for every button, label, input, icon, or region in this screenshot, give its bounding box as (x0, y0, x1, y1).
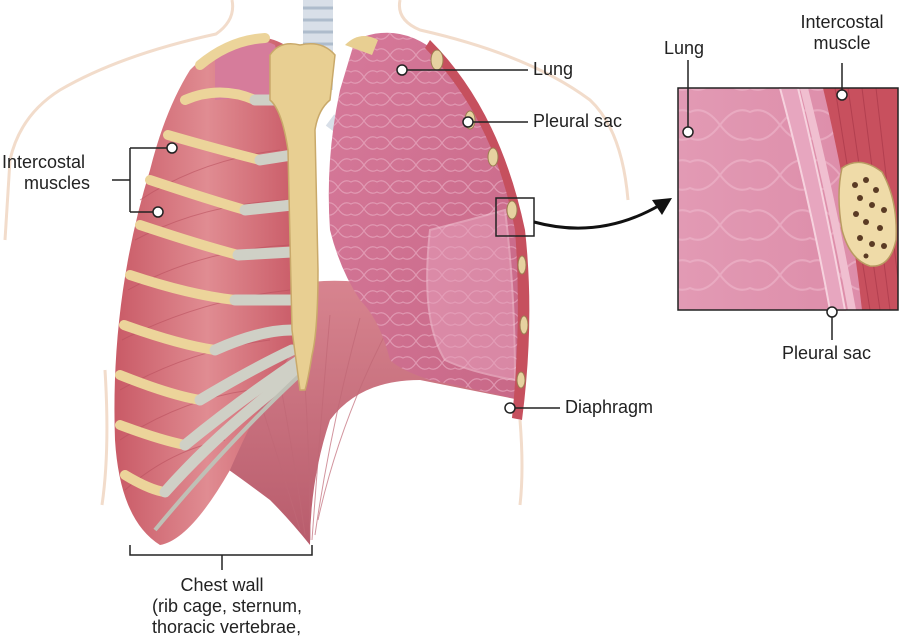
inset-label-intercostal-line1: Intercostal (800, 12, 884, 32)
inset-label-lung: Lung (664, 38, 705, 58)
label-lung: Lung (533, 59, 574, 79)
pointer-dots (152, 64, 848, 414)
label-chest-wall-line2: (rib cage, sternum, (152, 596, 303, 616)
label-intercostal-line2: muscles (24, 173, 91, 193)
label-diaphragm: Diaphragm (565, 397, 654, 417)
torso-outline (3, 0, 630, 506)
label-chest-wall-line3: thoracic vertebrae, (152, 617, 302, 637)
rib-cage (114, 33, 306, 546)
label-pleural-sac: Pleural sac (533, 111, 623, 131)
label-chest-wall-line1: Chest wall (180, 575, 264, 595)
label-intercostal-line1: Intercostal (2, 152, 86, 172)
inset-magnification (677, 87, 899, 311)
zoom-callout (495, 197, 672, 237)
sternum (269, 36, 378, 391)
inset-label-intercostal-line2: muscle (813, 33, 871, 53)
chest-wall-strip (425, 40, 530, 420)
label-intercostal-muscles: Intercostal muscles (2, 152, 90, 194)
inset-label-pleural-sac: Pleural sac (782, 343, 872, 363)
inset-label-intercostal-muscle: Intercostal muscle (782, 12, 900, 54)
label-chest-wall: Chest wall (rib cage, sternum, thoracic … (152, 575, 303, 638)
